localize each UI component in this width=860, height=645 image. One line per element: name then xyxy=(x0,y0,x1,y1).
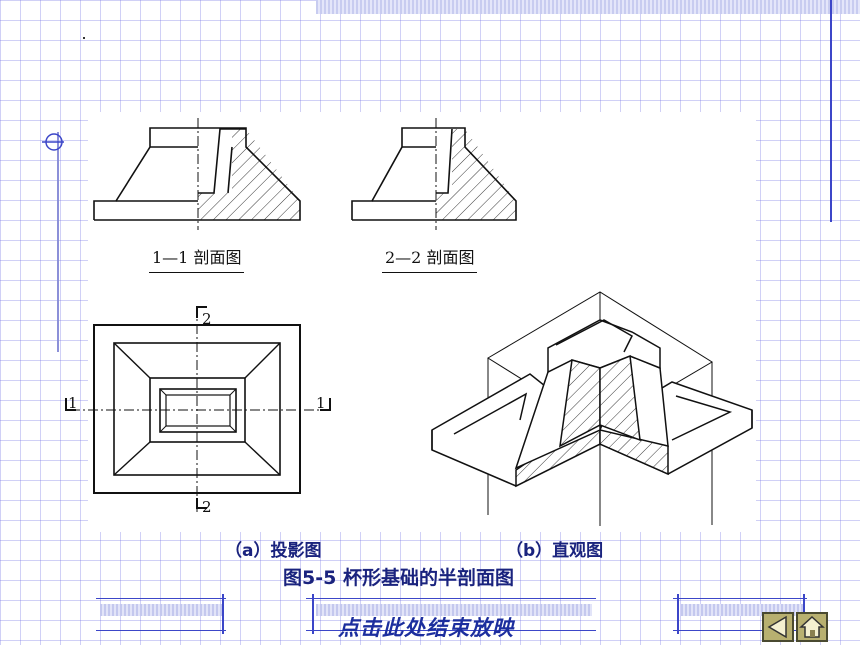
footer-rule xyxy=(306,598,596,599)
plan-view-drawing xyxy=(65,306,331,512)
footer-divider xyxy=(677,594,679,634)
footer-divider xyxy=(222,594,224,634)
caption-pictorial: （b）直观图 xyxy=(506,541,604,561)
footer-rule xyxy=(306,630,596,631)
home-icon xyxy=(799,615,825,638)
stray-dot xyxy=(83,37,85,39)
triangle-left-icon xyxy=(767,615,787,639)
footer-rule xyxy=(96,598,226,599)
caption-projection: （a）投影图 xyxy=(225,541,322,561)
footer-rule xyxy=(96,630,226,631)
plan-mark-left: 1 xyxy=(68,394,78,412)
home-button[interactable] xyxy=(796,612,828,642)
isometric-view-drawing xyxy=(431,291,753,526)
section-1-1-label: 1—1 剖面图 xyxy=(148,244,245,273)
footer-rule xyxy=(673,598,807,599)
back-button[interactable] xyxy=(762,612,794,642)
section-2-2-drawing xyxy=(351,118,517,230)
plan-mark-top: 2 xyxy=(202,310,212,328)
footer-band-center xyxy=(316,604,592,616)
plan-mark-bottom: 2 xyxy=(202,498,212,516)
end-slideshow-link[interactable]: 点击此处结束放映 xyxy=(338,616,514,640)
figure-title: 图5-5 杯形基础的半剖面图 xyxy=(283,567,514,589)
right-accent-line xyxy=(830,0,832,222)
footer-divider xyxy=(312,594,314,634)
section-2-2-label: 2—2 剖面图 xyxy=(381,244,478,273)
left-accent-line xyxy=(57,132,59,352)
footer-rule xyxy=(673,630,807,631)
section-1-1-drawing xyxy=(93,118,301,230)
top-decorative-band xyxy=(316,0,860,14)
plan-mark-right: 1 xyxy=(316,394,326,412)
footer-band-left xyxy=(100,604,222,616)
crosshair-icon xyxy=(42,133,64,151)
